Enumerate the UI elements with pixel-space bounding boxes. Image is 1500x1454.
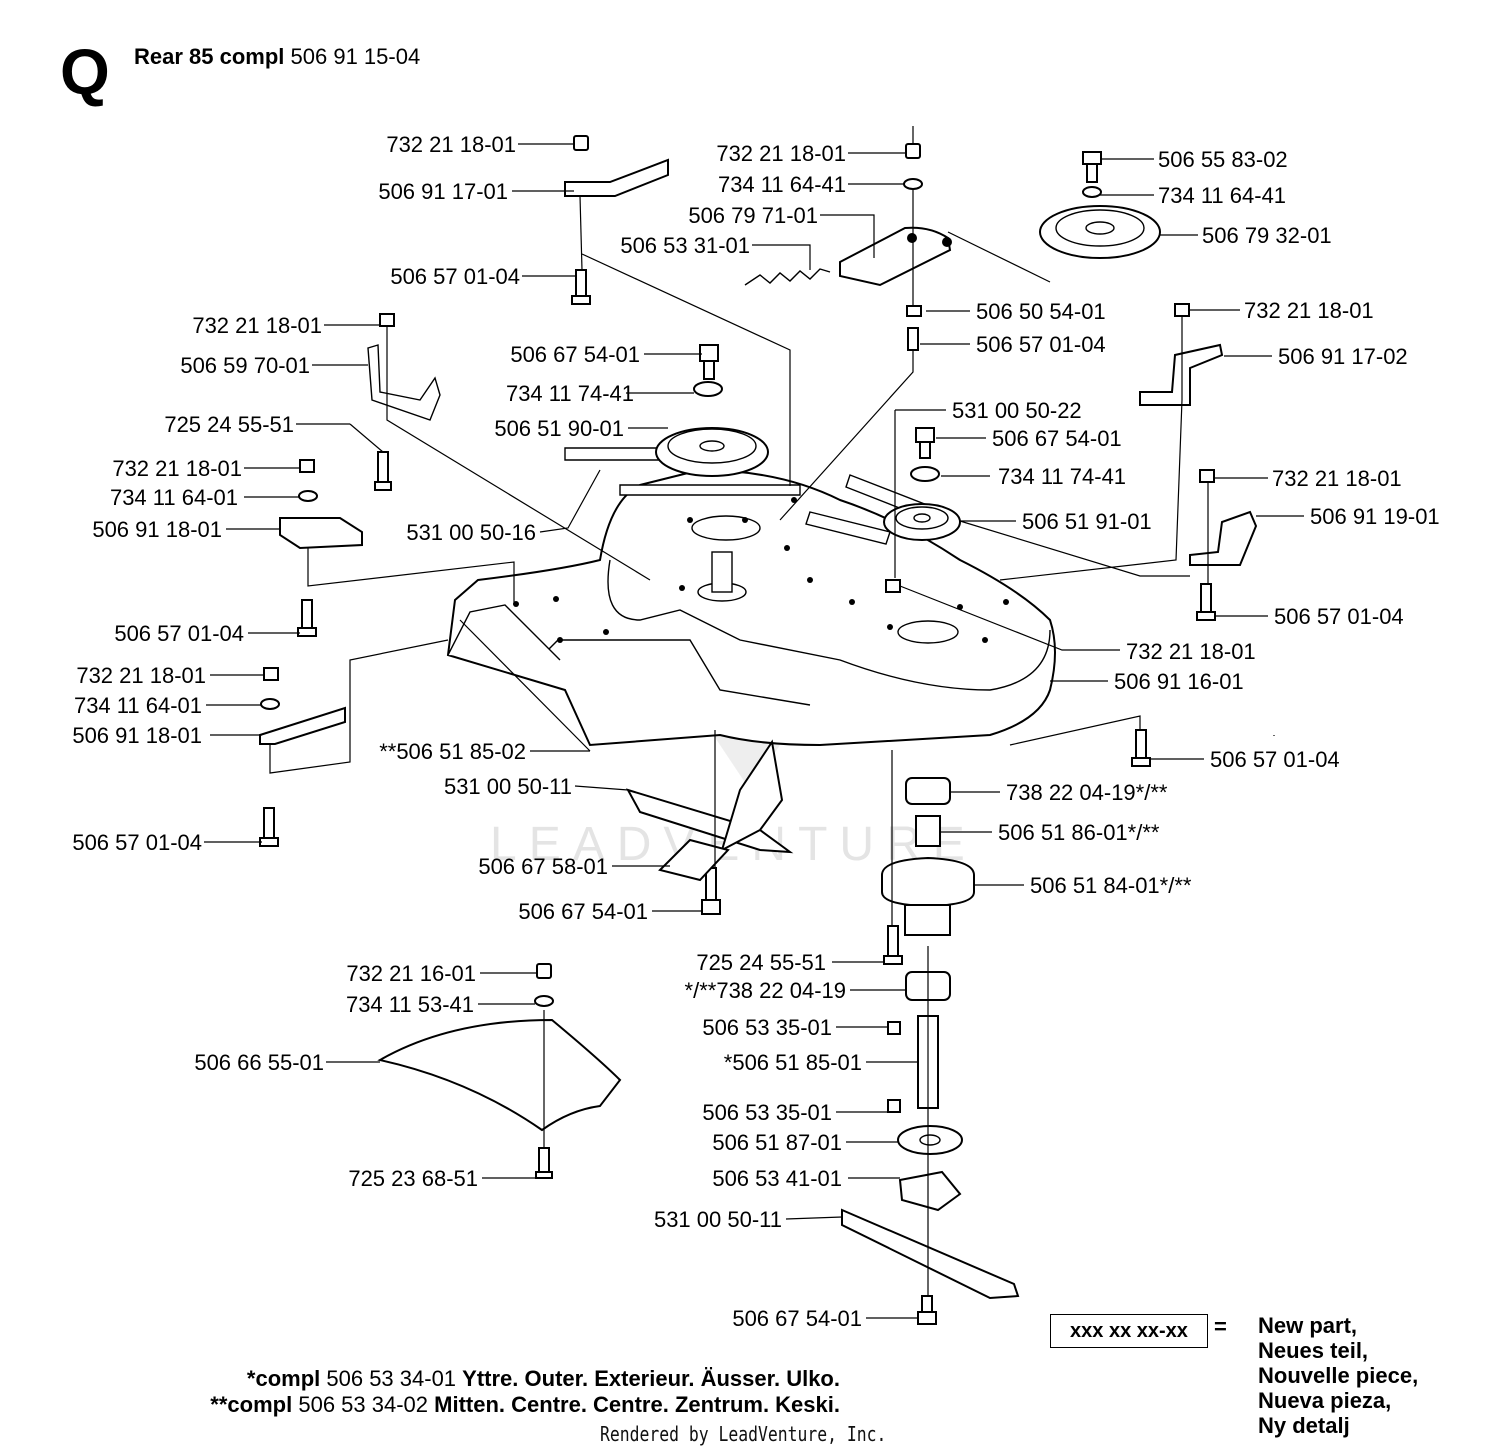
callout-label: 732 21 18-01: [1244, 298, 1374, 323]
callout-label: 506 51 87-01: [712, 1130, 842, 1155]
footnote-text: Yttre. Outer. Exterieur. Äusser. Ulko.: [462, 1366, 840, 1391]
callout-label: 734 11 64-01: [74, 693, 202, 718]
callout-label: 732 21 18-01: [76, 663, 206, 688]
callout-label: 506 91 19-01: [1310, 504, 1440, 529]
callout-label: 734 11 64-41: [1158, 183, 1286, 208]
callout-label: 506 51 90-01: [494, 416, 624, 441]
callout-label: 506 67 58-01: [478, 854, 608, 879]
callout-label: 506 55 83-02: [1158, 147, 1288, 172]
footnote-center: **compl 506 53 34-02 Mitten. Centre. Cen…: [120, 1392, 840, 1418]
legend-item: New part,: [1258, 1313, 1358, 1338]
callout-label: 738 22 04-19*/**: [1006, 780, 1168, 805]
footnote-marker: **compl: [210, 1392, 293, 1417]
callout-label: 732 21 18-01: [1272, 466, 1402, 491]
legend-item: Neues teil,: [1258, 1338, 1369, 1363]
new-part-legend: New part, Neues teil, Nouvelle piece, Nu…: [1258, 1313, 1418, 1438]
callout-label: **506 51 85-02: [379, 739, 526, 764]
callout-label: 506 57 01-04: [114, 621, 244, 646]
callout-label: 506 91 17-02: [1278, 344, 1408, 369]
callout-label: 506 57 01-04: [390, 264, 520, 289]
callout-label: 734 11 74-41: [506, 381, 634, 406]
callout-label: 506 91 17-01: [378, 179, 508, 204]
callout-label: 734 11 74-41: [998, 464, 1126, 489]
callout-label: 732 21 18-01: [112, 456, 242, 481]
callout-label: 732 21 18-01: [716, 141, 846, 166]
footnote-text: Mitten. Centre. Centre. Zentrum. Keski.: [434, 1392, 840, 1417]
footnote-outer: *compl 506 53 34-01 Yttre. Outer. Exteri…: [120, 1366, 840, 1392]
callout-label: 506 67 54-01: [518, 899, 648, 924]
footnote-marker: *compl: [246, 1366, 321, 1391]
callout-label: 506 91 18-01: [72, 723, 202, 748]
callout-label: 725 24 55-51: [696, 950, 826, 975]
legend-item: Ny detalj: [1258, 1413, 1350, 1438]
footnotes: *compl 506 53 34-01 Yttre. Outer. Exteri…: [120, 1366, 840, 1418]
tensioner-assembly: [744, 226, 952, 287]
pulleys: [655, 205, 1161, 541]
callout-label: 506 53 35-01: [702, 1015, 832, 1040]
assembly-part-number: 506 91 15-04: [290, 44, 421, 69]
callout-label: 506 50 54-01: [976, 299, 1106, 324]
part-callouts: 732 21 18-01 506 91 17-01 506 57 01-04 7…: [72, 132, 1439, 1331]
mounting-brackets: [259, 158, 1258, 745]
callout-label: 732 21 18-01: [1126, 639, 1256, 664]
footnote-part: 506 53 34-02: [298, 1392, 429, 1417]
callout-label: 506 53 41-01: [712, 1166, 842, 1191]
footnote-part: 506 53 34-01: [326, 1366, 457, 1391]
callout-label: 506 57 01-04: [72, 830, 202, 855]
callout-label: 531 00 50-11: [444, 774, 572, 799]
callout-label: 506 67 54-01: [510, 342, 640, 367]
callout-label: 506 53 31-01: [620, 233, 750, 258]
callout-label: 725 24 55-51: [164, 412, 294, 437]
callout-label: 506 59 70-01: [180, 353, 310, 378]
callout-label: 732 21 16-01: [346, 961, 476, 986]
callout-label: 506 57 01-04: [1274, 604, 1404, 629]
callout-label: 732 21 18-01: [192, 313, 322, 338]
callout-label: 506 67 54-01: [992, 426, 1122, 451]
callout-label: 734 11 64-01: [110, 485, 238, 510]
callout-label: 725 23 68-51: [348, 1166, 478, 1191]
blades-and-guards: [377, 739, 1020, 1300]
callout-label: *506 51 85-01: [724, 1050, 862, 1075]
legend-equals: =: [1214, 1314, 1227, 1339]
callout-label: 506 79 32-01: [1202, 223, 1332, 248]
leader-lines: [204, 126, 1304, 1319]
callout-label: 506 57 01-04: [1210, 747, 1340, 772]
callout-label: 506 57 01-04: [976, 332, 1106, 357]
spindle-stack: [881, 777, 975, 1212]
new-part-legend-box: xxx xx xx-xx: [1050, 1314, 1208, 1348]
callout-label: 506 53 35-01: [702, 1100, 832, 1125]
deck-housing: [446, 468, 1056, 747]
callout-label: 506 67 54-01: [732, 1306, 862, 1331]
callout-label: 734 11 64-41: [718, 172, 846, 197]
callout-label: 506 66 55-01: [194, 1050, 324, 1075]
rendered-by-credit: Rendered by LeadVenture, Inc.: [600, 1422, 887, 1446]
assembly-name: Rear 85 compl: [134, 44, 285, 69]
callout-label: 506 79 71-01: [688, 203, 818, 228]
callout-label: 506 51 84-01*/**: [1030, 873, 1192, 898]
assembly-title: Rear 85 compl 506 91 15-04: [134, 44, 420, 70]
section-letter: Q: [60, 36, 110, 108]
legend-item: Nueva pieza,: [1258, 1388, 1392, 1413]
fasteners: [259, 135, 1216, 1325]
legend-item: Nouvelle piece,: [1258, 1363, 1419, 1388]
callout-label: 506 51 91-01: [1022, 509, 1152, 534]
callout-label: 506 51 86-01*/**: [998, 820, 1160, 845]
callout-label: */**738 22 04-19: [685, 978, 846, 1003]
callout-label: 531 00 50-22: [952, 398, 1082, 423]
callout-label: 732 21 18-01: [386, 132, 516, 157]
callout-label: 506 91 16-01: [1114, 669, 1244, 694]
callout-label: 506 91 18-01: [92, 517, 222, 542]
callout-label: 531 00 50-11: [654, 1207, 782, 1232]
callout-label: 531 00 50-16: [406, 520, 536, 545]
callout-label: 734 11 53-41: [346, 992, 474, 1017]
